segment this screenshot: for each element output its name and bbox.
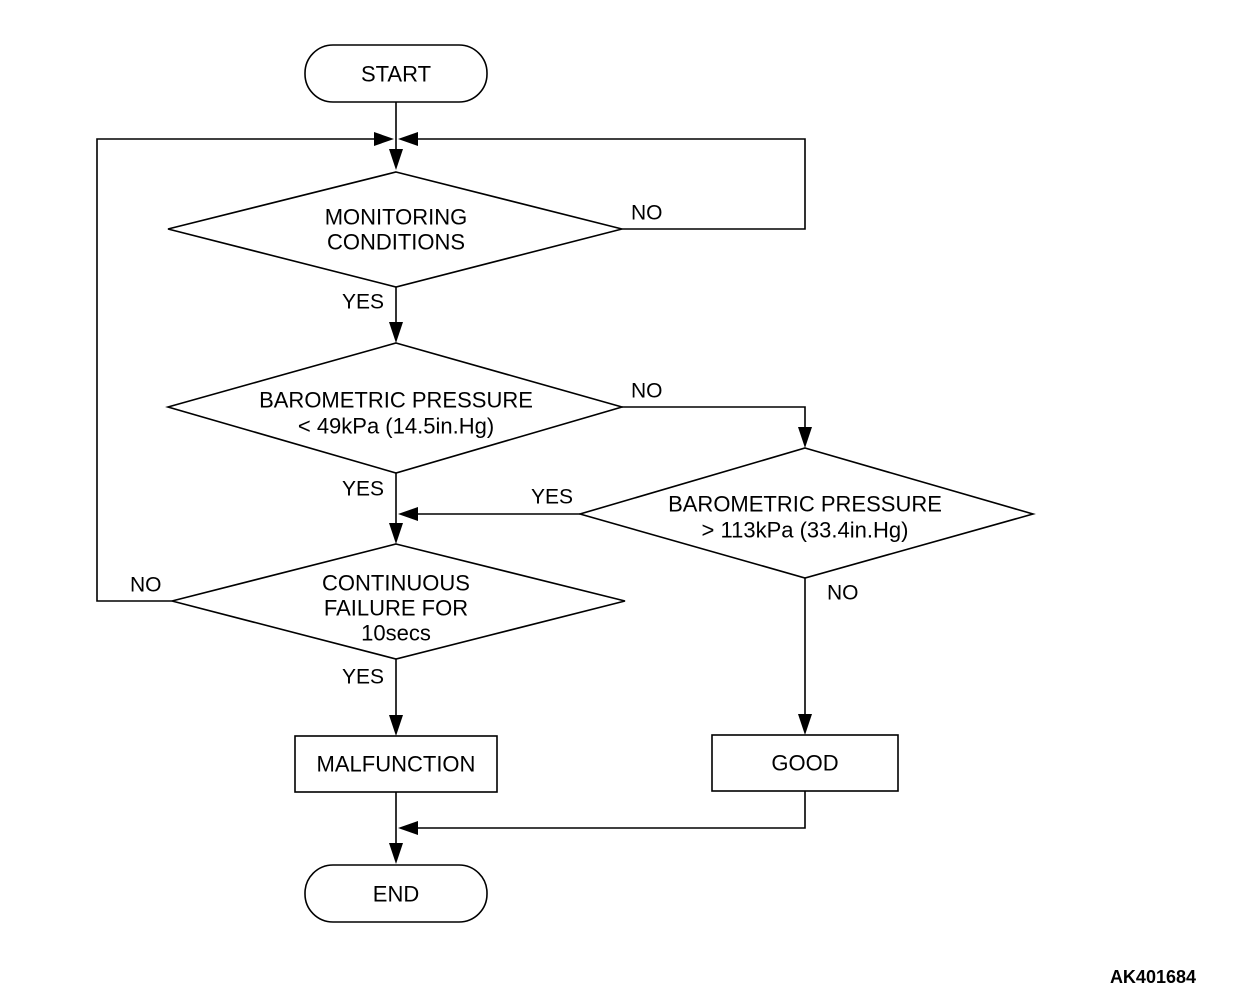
edge-continuous-no-loop xyxy=(96,138,383,602)
decision-baro-high-line-2: > 113kPa (33.4in.Hg) xyxy=(702,518,909,543)
edge-baro-low-no xyxy=(622,406,806,434)
label-continuous-no: NO xyxy=(130,574,162,597)
connectors xyxy=(96,102,812,864)
decision-baro-low: BAROMETRIC PRESSURE < 49kPa (14.5in.Hg) xyxy=(165,342,625,474)
terminal-end-label: END xyxy=(373,882,419,907)
arrowhead-end xyxy=(389,843,403,864)
arrowhead-continuous-no xyxy=(374,132,394,146)
terminal-end: END xyxy=(304,864,488,923)
process-malfunction-label: MALFUNCTION xyxy=(317,752,476,777)
arrowhead-baro-high xyxy=(798,427,812,448)
arrowhead-baro-low xyxy=(389,322,403,343)
arrowhead-good xyxy=(798,714,812,735)
arrowhead-malfunction xyxy=(389,715,403,736)
label-baro-high-no: NO xyxy=(827,582,859,605)
process-good: GOOD xyxy=(711,734,899,792)
decision-baro-high: BAROMETRIC PRESSURE > 113kPa (33.4in.Hg) xyxy=(577,447,1036,579)
decision-continuous-line-3: 10secs xyxy=(361,621,431,646)
label-baro-low-yes: YES xyxy=(342,478,384,501)
decision-continuous-line-2: FAILURE FOR xyxy=(324,596,468,621)
label-baro-low-no: NO xyxy=(631,380,663,403)
label-baro-high-yes: YES xyxy=(531,486,573,509)
decision-monitoring-conditions: MONITORING CONDITIONS xyxy=(167,171,623,288)
arrowhead-continuous xyxy=(389,523,403,544)
decision-baro-low-line-1: BAROMETRIC PRESSURE xyxy=(259,388,533,413)
decision-continuous-failure: CONTINUOUS FAILURE FOR 10secs xyxy=(171,543,626,660)
edge-good-to-end xyxy=(410,791,806,829)
decision-continuous-line-1: CONTINUOUS xyxy=(322,571,470,596)
arrowhead-monitoring xyxy=(389,149,403,170)
label-monitoring-yes: YES xyxy=(342,291,384,314)
decision-monitoring-line-1: MONITORING xyxy=(325,205,468,230)
process-good-label: GOOD xyxy=(771,751,838,776)
arrowhead-good-merge xyxy=(398,821,418,835)
label-continuous-yes: YES xyxy=(342,666,384,689)
process-malfunction: MALFUNCTION xyxy=(294,735,498,793)
arrowhead-monitoring-no xyxy=(398,132,418,146)
label-monitoring-no: NO xyxy=(631,202,663,225)
decision-baro-high-line-1: BAROMETRIC PRESSURE xyxy=(668,492,942,517)
terminal-start: START xyxy=(304,44,488,103)
figure-id: AK401684 xyxy=(1110,967,1196,987)
decision-monitoring-line-2: CONDITIONS xyxy=(327,230,465,255)
arrowhead-baro-high-yes xyxy=(398,507,418,521)
decision-baro-low-line-2: < 49kPa (14.5in.Hg) xyxy=(298,414,494,439)
edge-labels: NO YES NO YES YES NO NO YES xyxy=(130,202,859,689)
edge-monitoring-no-loop xyxy=(410,138,806,230)
terminal-start-label: START xyxy=(361,62,431,87)
